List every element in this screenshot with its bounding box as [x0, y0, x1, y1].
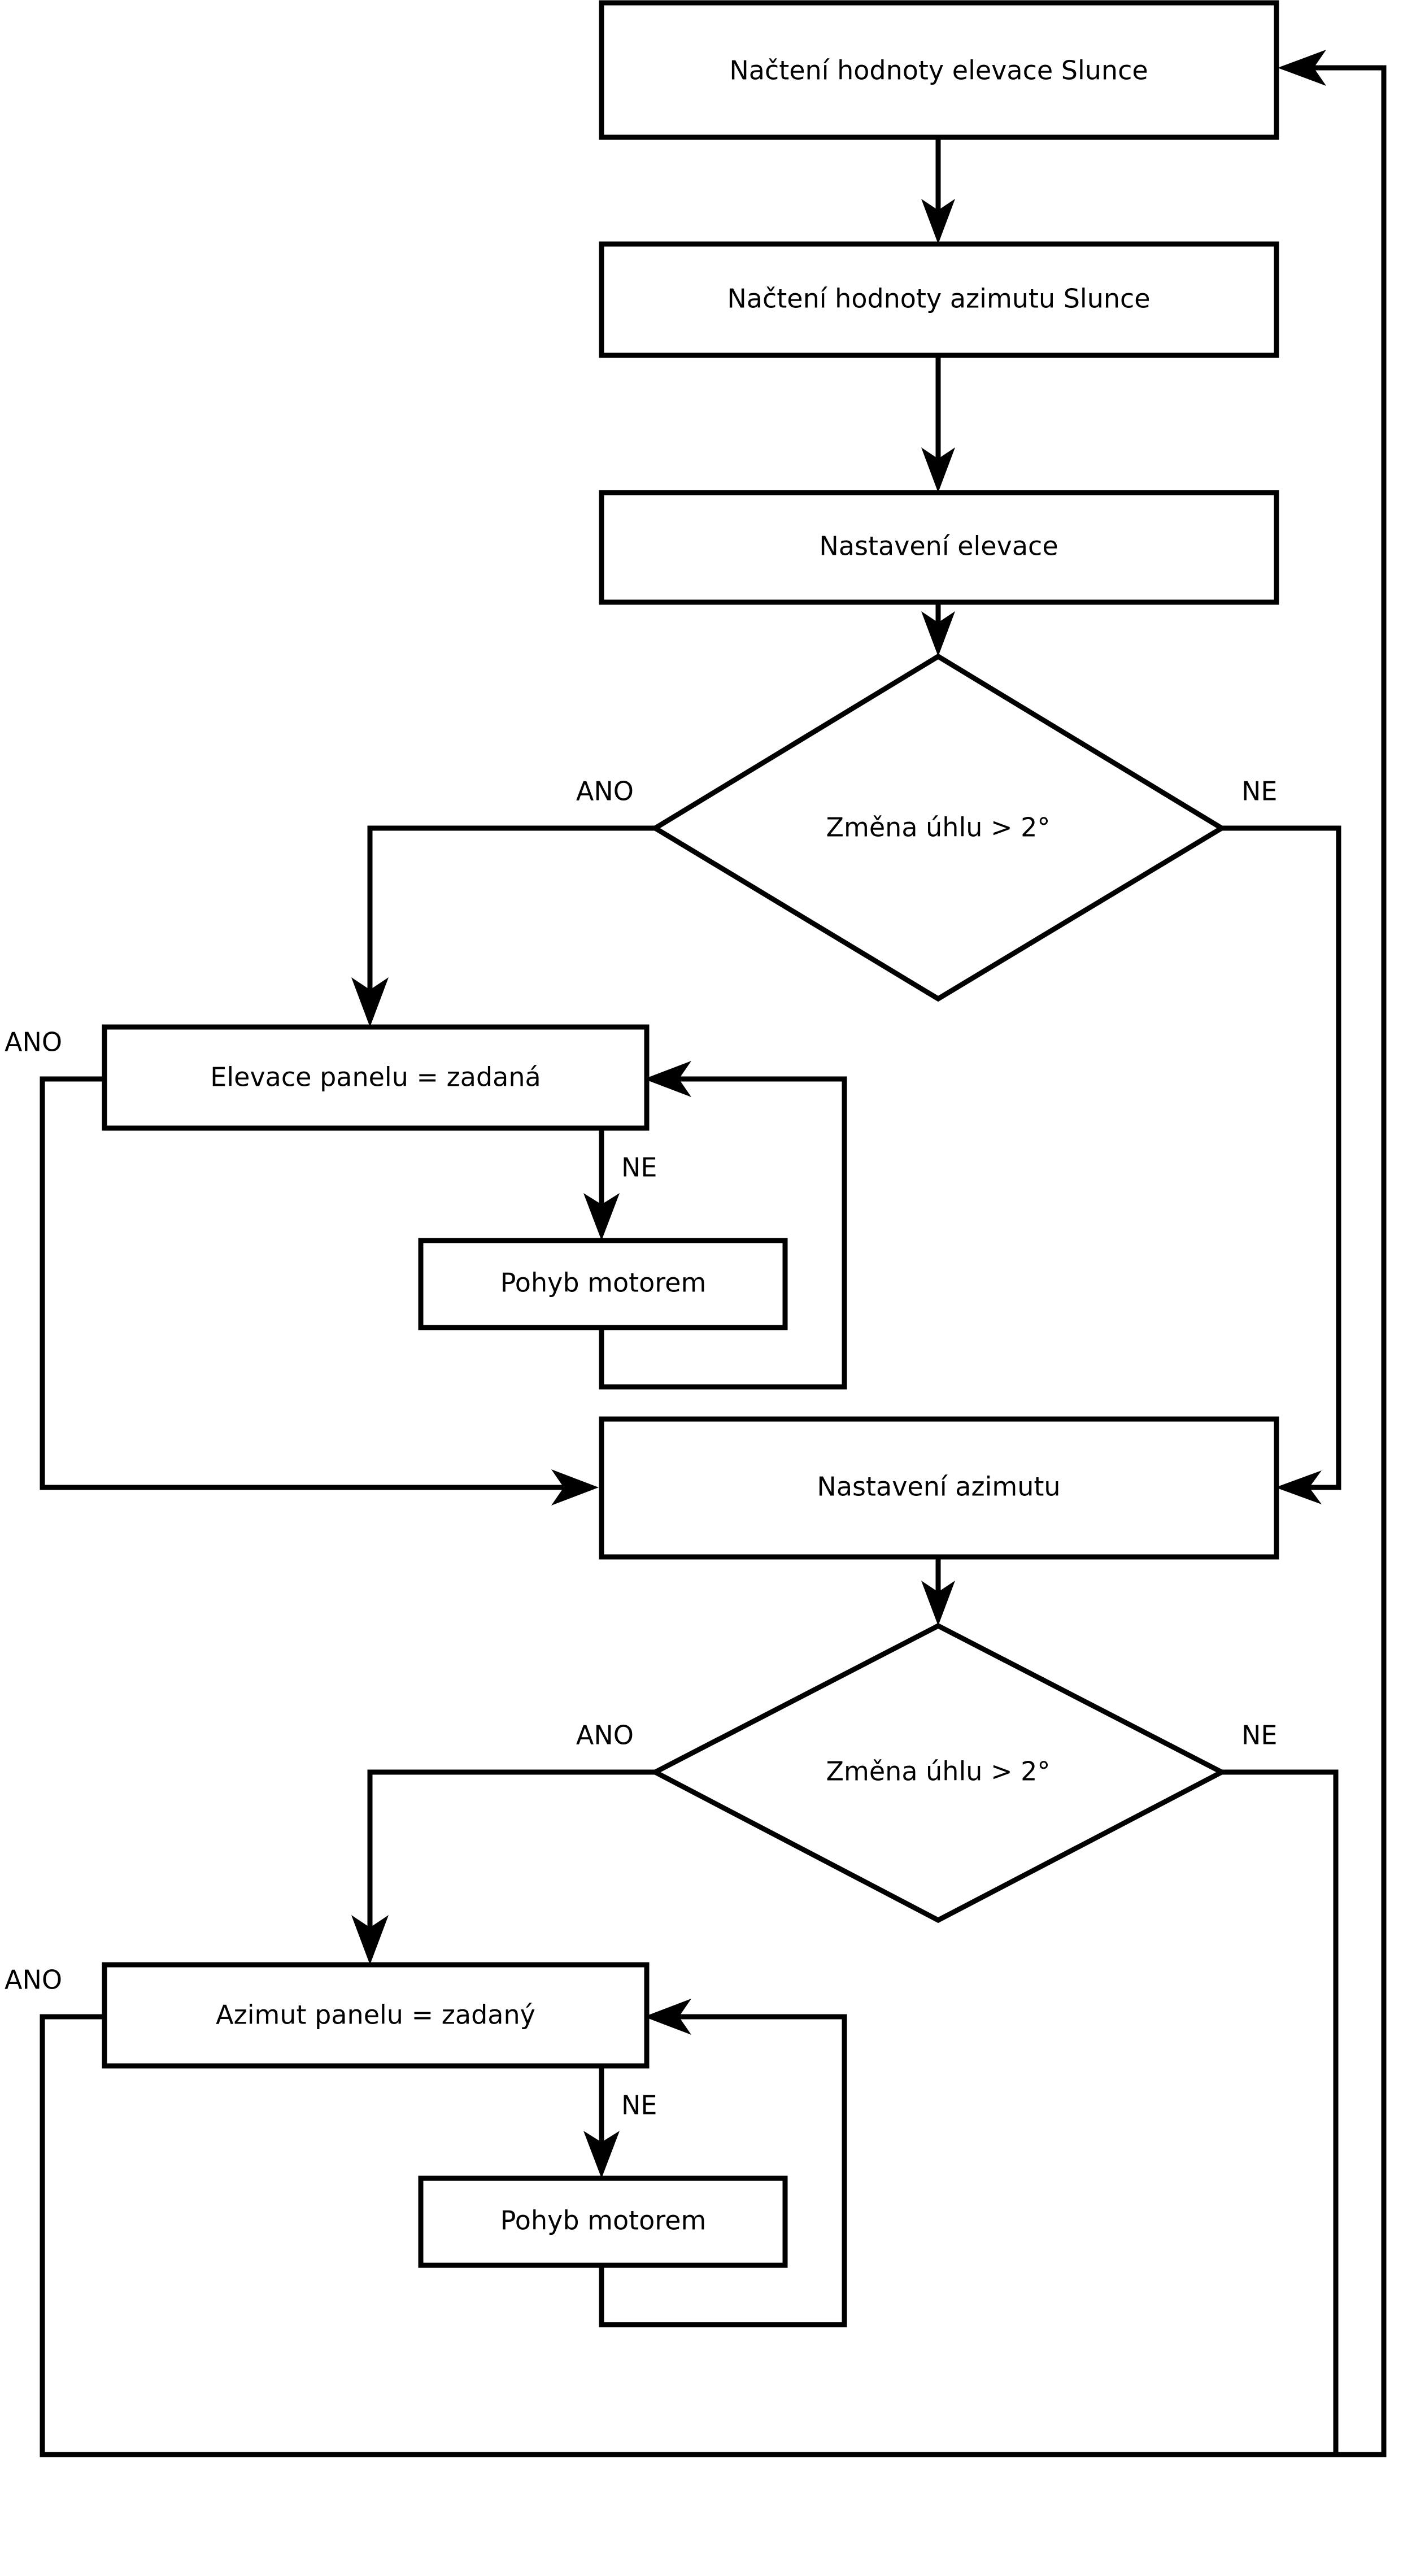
node-decide-azimuth-label: Změna úhlu > 2° [826, 1756, 1051, 1787]
node-read-azimuth-label: Načtení hodnoty azimutu Slunce [727, 284, 1150, 314]
node-panel-azimuth-eq[interactable]: Azimut panelu = zadaný [102, 1962, 650, 2069]
node-set-elevation[interactable]: Nastavení elevace [599, 490, 1279, 605]
node-read-azimuth[interactable]: Načtení hodnoty azimutu Slunce [599, 241, 1279, 358]
edge-set-elevation-to-decide-elevation [921, 602, 955, 656]
node-motor-move-azimuth-label: Pohyb motorem [500, 2205, 707, 2236]
edge-decide-elevation-yes-to-panel-elevation [351, 825, 655, 1027]
edge-decide-elevation-no-to-set-azimuth [1222, 825, 1341, 1504]
node-panel-elevation-eq[interactable]: Elevace panelu = zadaná [102, 1024, 650, 1131]
edge-decide-azimuth-no-to-read-elevation [1222, 50, 1387, 2457]
edge-panel-azimuth-yes-to-read-elevation [40, 2014, 1384, 2457]
edge-label-panel-elevation-no: NE [621, 1152, 657, 1183]
edge-label-decide-azimuth-no: NE [1241, 1720, 1277, 1751]
edge-label-panel-azimuth-yes: ANO [5, 1965, 62, 1995]
node-read-elevation-label: Načtení hodnoty elevace Slunce [729, 55, 1148, 86]
edge-read-elevation-to-read-azimuth [921, 137, 955, 244]
node-decide-elevation-label: Změna úhlu > 2° [826, 812, 1051, 843]
edge-label-panel-elevation-yes: ANO [5, 1027, 62, 1058]
edge-label-decide-elevation-no: NE [1241, 776, 1277, 807]
edge-read-azimuth-to-set-elevation [921, 355, 955, 493]
edge-label-decide-azimuth-yes: ANO [576, 1720, 634, 1751]
edge-set-azimuth-to-decide-azimuth [921, 1557, 955, 1626]
edge-panel-elevation-yes-to-set-azimuth [40, 1076, 599, 1505]
node-motor-move-elevation-label: Pohyb motorem [500, 1268, 707, 1298]
edge-decide-azimuth-yes-to-panel-azimuth [351, 1769, 655, 1965]
edge-panel-elevation-no-to-motor-elevation [583, 1128, 620, 1241]
node-set-azimuth[interactable]: Nastavení azimutu [599, 1416, 1279, 1560]
node-read-elevation[interactable]: Načtení hodnoty elevace Slunce [599, 0, 1279, 140]
node-panel-elevation-eq-label: Elevace panelu = zadaná [210, 1062, 541, 1093]
node-decide-elevation[interactable]: Změna úhlu > 2° [650, 653, 1227, 1002]
edge-motor-elevation-back-to-panel-elevation [599, 1061, 847, 1390]
node-decide-azimuth[interactable]: Změna úhlu > 2° [650, 1622, 1227, 1924]
node-set-azimuth-label: Nastavení azimutu [817, 1472, 1060, 1502]
node-motor-move-azimuth[interactable]: Pohyb motorem [418, 2175, 788, 2268]
edge-label-decide-elevation-yes: ANO [576, 776, 634, 807]
edge-label-panel-azimuth-no: NE [621, 2090, 657, 2121]
edge-panel-azimuth-no-to-motor-azimuth [583, 2066, 620, 2178]
node-set-elevation-label: Nastavení elevace [819, 531, 1058, 562]
node-motor-move-elevation[interactable]: Pohyb motorem [418, 1238, 788, 1330]
node-panel-azimuth-eq-label: Azimut panelu = zadaný [216, 2000, 535, 2030]
edge-motor-azimuth-back-to-panel-azimuth [599, 1999, 847, 2327]
